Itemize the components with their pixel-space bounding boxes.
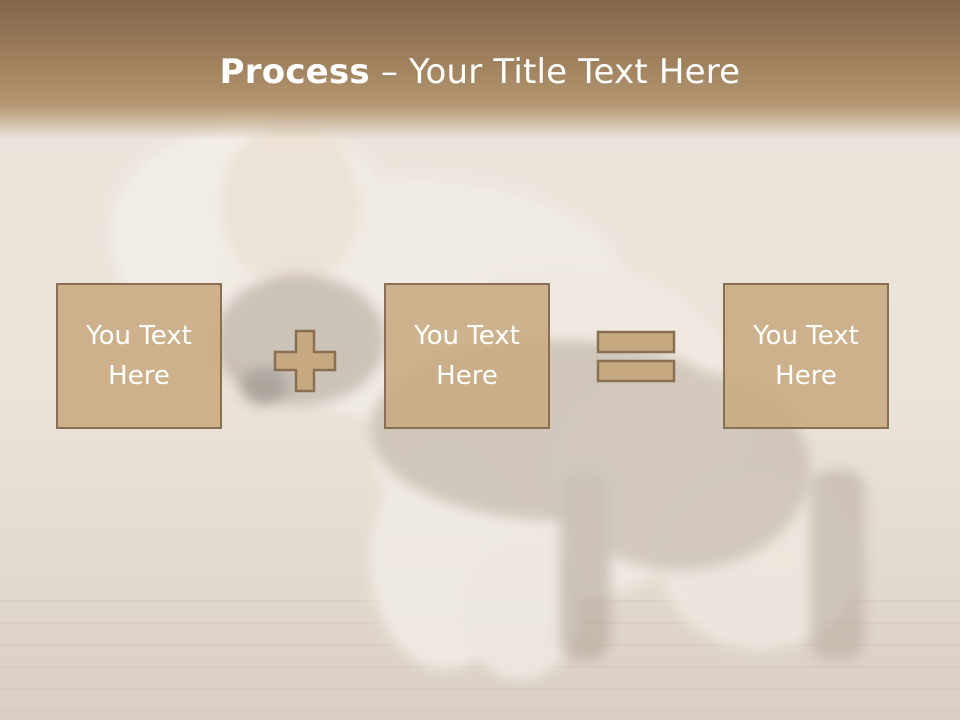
title-bar [0, 0, 960, 140]
slide-title: Process – Your Title Text Here [0, 52, 960, 92]
box-text-line1: You Text [753, 321, 859, 351]
process-box-3: You Text Here [723, 283, 889, 429]
box-text-line2: Here [108, 361, 170, 391]
process-box-1: You Text Here [56, 283, 222, 429]
box-text-line1: You Text [86, 321, 192, 351]
title-rest: Your Title Text Here [409, 52, 741, 92]
equals-icon [596, 330, 676, 383]
title-bold: Process [219, 52, 370, 92]
box-text-line2: Here [436, 361, 498, 391]
plus-icon [273, 329, 337, 393]
title-dash: – [369, 52, 410, 92]
process-box-2: You Text Here [384, 283, 550, 429]
box-text-line2: Here [775, 361, 837, 391]
box-text-line1: You Text [414, 321, 520, 351]
